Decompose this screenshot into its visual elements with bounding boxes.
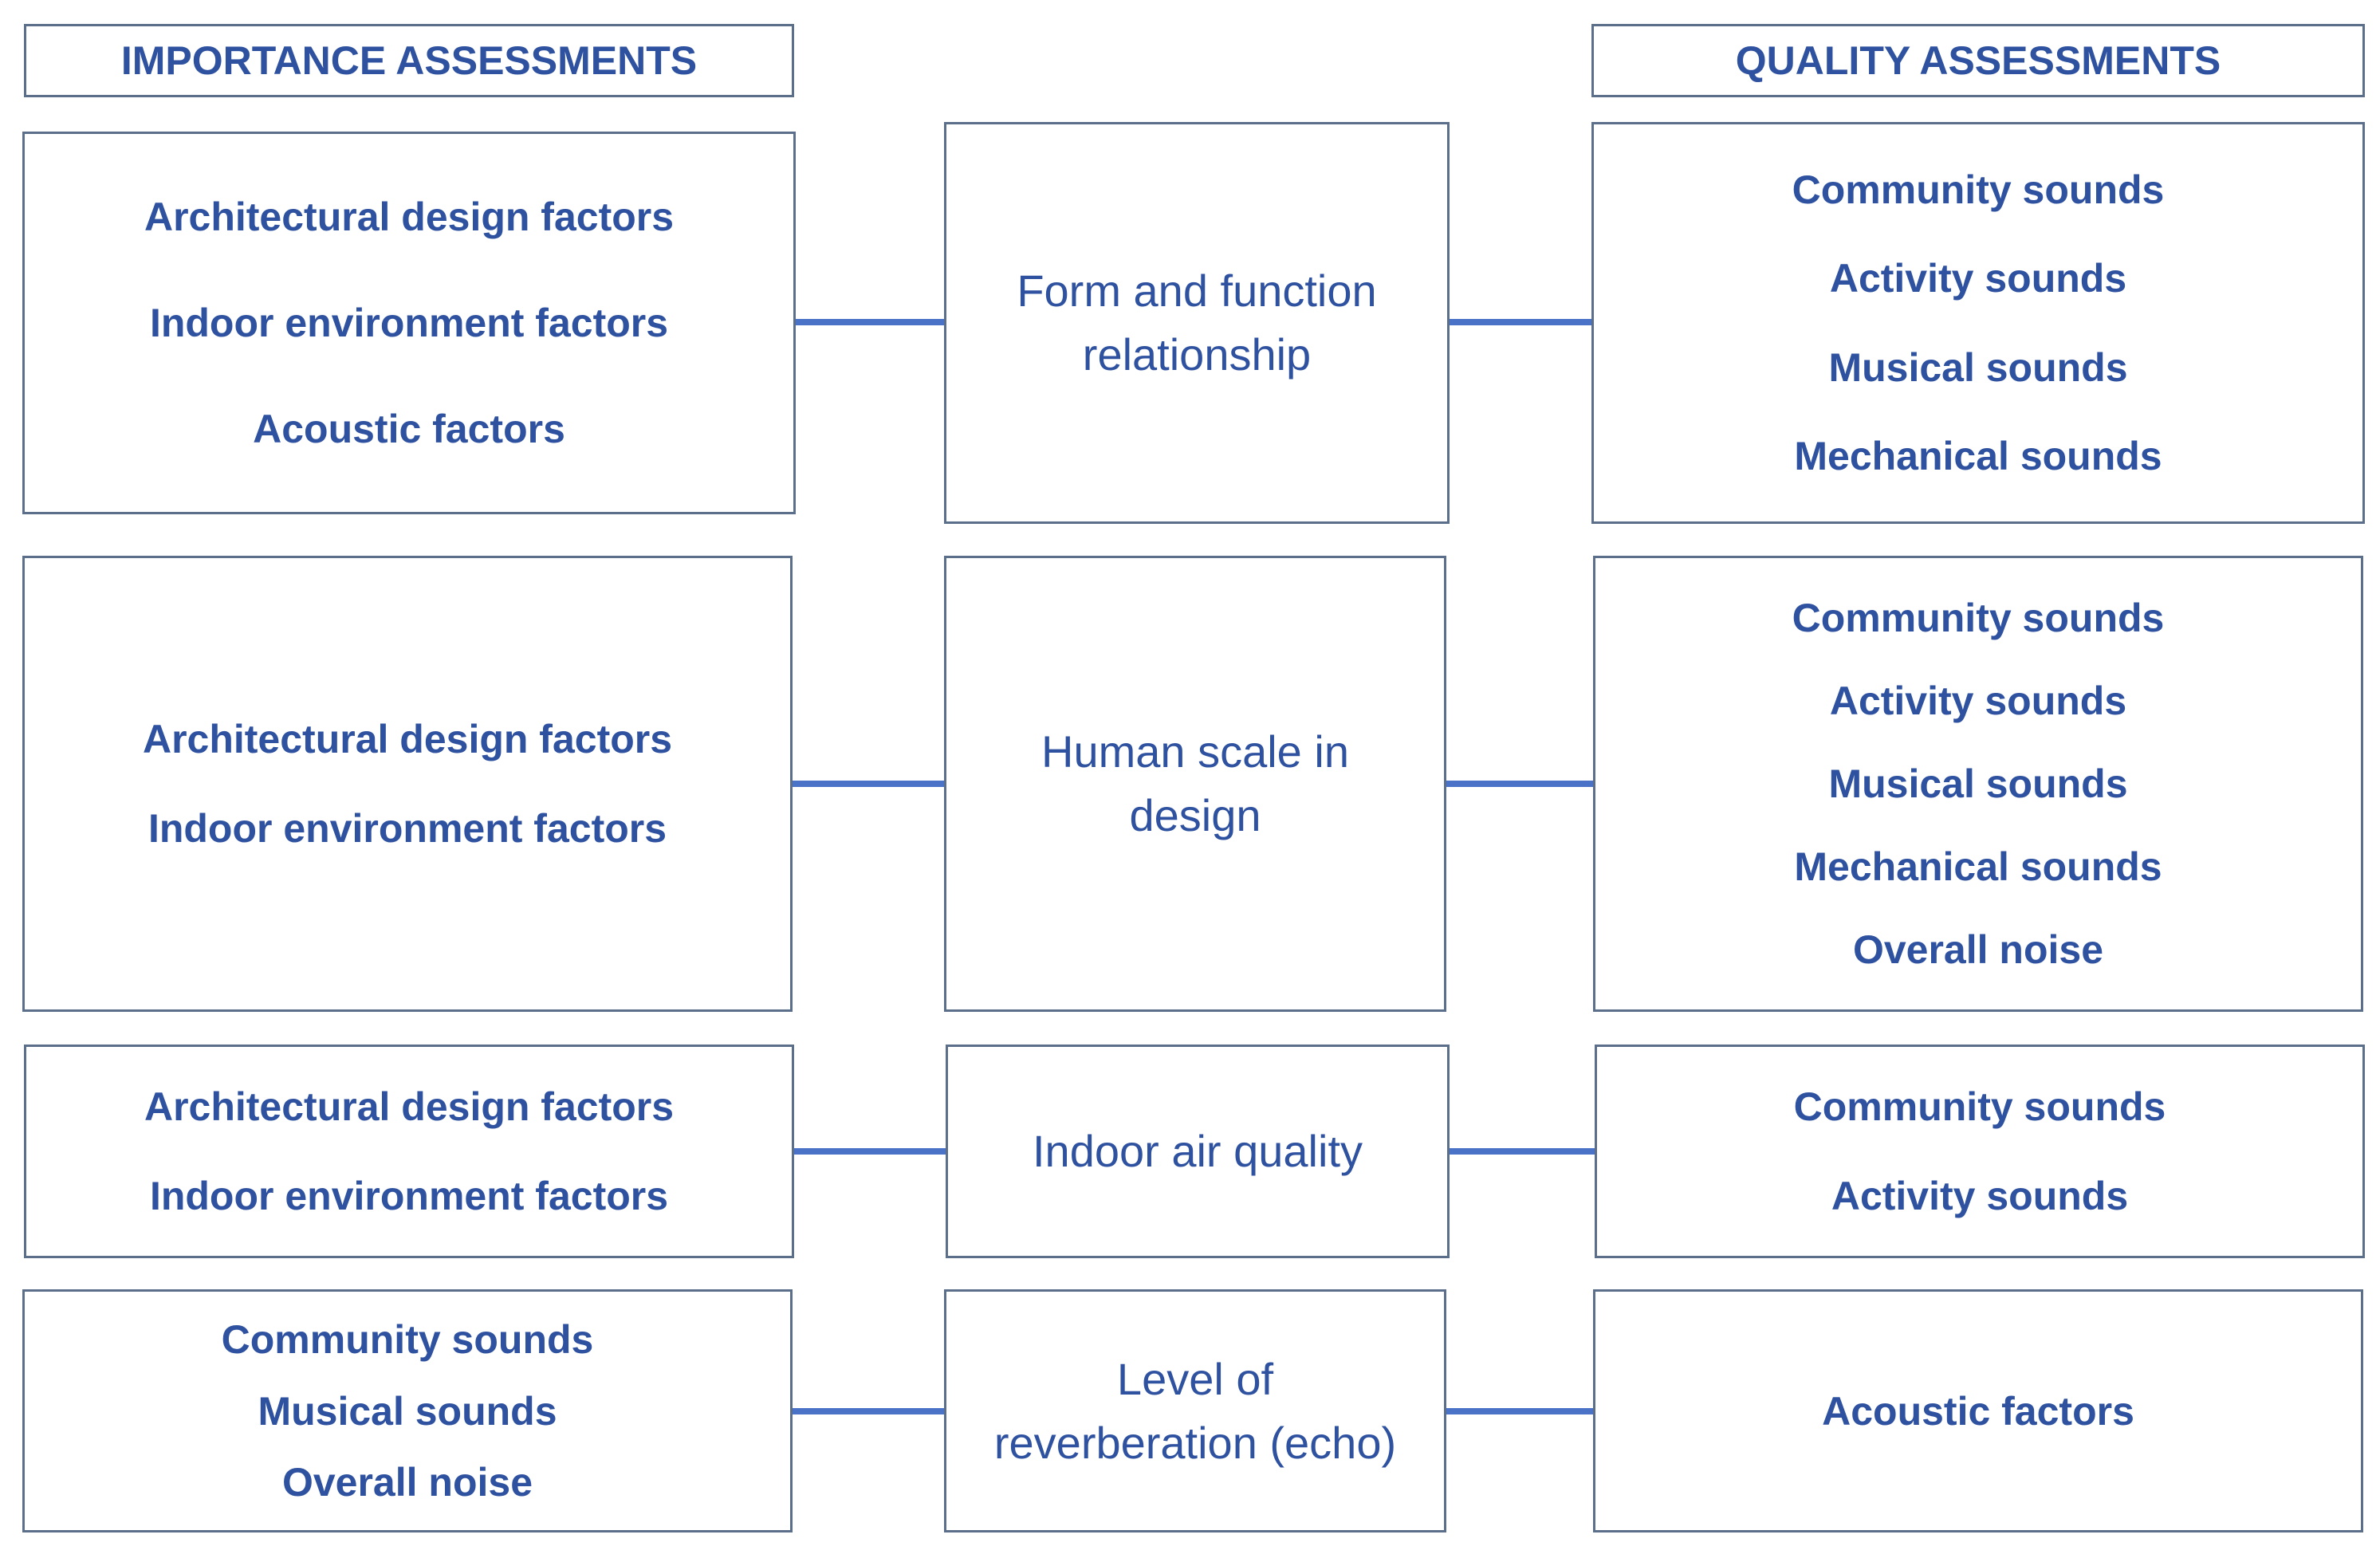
row-2-left-connector bbox=[793, 781, 944, 787]
importance-item: Indoor environment factors bbox=[149, 301, 669, 345]
importance-item: Acoustic factors bbox=[253, 407, 565, 451]
quality-item: Overall noise bbox=[1852, 927, 2104, 972]
importance-item: Community sounds bbox=[221, 1317, 594, 1363]
quality-item: Acoustic factors bbox=[1822, 1388, 2134, 1434]
row-3-left-connector bbox=[794, 1148, 946, 1155]
importance-item: Overall noise bbox=[281, 1459, 533, 1505]
attribute-line: relationship bbox=[1082, 329, 1312, 380]
row-1-importance-box: Architectural design factors Indoor envi… bbox=[22, 132, 796, 514]
quality-item: Musical sounds bbox=[1828, 761, 2128, 806]
importance-header-label: IMPORTANCE ASSESSMENTS bbox=[120, 38, 698, 83]
importance-item: Musical sounds bbox=[258, 1388, 557, 1434]
quality-item: Activity sounds bbox=[1831, 1174, 2129, 1218]
row-2-attribute-box: Human scale in design bbox=[944, 556, 1446, 1012]
attribute-line: design bbox=[1129, 790, 1261, 840]
importance-item: Indoor environment factors bbox=[149, 1174, 669, 1218]
importance-assessments-header: IMPORTANCE ASSESSMENTS bbox=[24, 24, 794, 97]
row-3-quality-box: Community sounds Activity sounds bbox=[1595, 1045, 2365, 1258]
row-4-attribute-box: Level of reverberation (echo) bbox=[944, 1289, 1446, 1532]
quality-item: Activity sounds bbox=[1829, 256, 2127, 301]
importance-item: Indoor environment factors bbox=[148, 806, 667, 851]
row-4-left-connector bbox=[793, 1408, 944, 1414]
importance-item: Architectural design factors bbox=[144, 1084, 675, 1129]
row-3-importance-box: Architectural design factors Indoor envi… bbox=[24, 1045, 794, 1258]
row-2-importance-box: Architectural design factors Indoor envi… bbox=[22, 556, 793, 1012]
quality-header-label: QUALITY ASSESSMENTS bbox=[1735, 38, 2221, 83]
quality-item: Mechanical sounds bbox=[1794, 844, 2162, 889]
quality-item: Community sounds bbox=[1792, 167, 2165, 213]
attribute-line: Form and function bbox=[1017, 266, 1377, 317]
attribute-line: Level of bbox=[1116, 1353, 1274, 1404]
quality-assessments-header: QUALITY ASSESSMENTS bbox=[1591, 24, 2365, 97]
row-1-attribute-box: Form and function relationship bbox=[944, 122, 1450, 524]
row-1-right-connector bbox=[1450, 319, 1591, 325]
quality-item: Community sounds bbox=[1792, 596, 2165, 640]
quality-item: Mechanical sounds bbox=[1794, 433, 2162, 478]
row-2-right-connector bbox=[1446, 781, 1593, 787]
row-3-right-connector bbox=[1450, 1148, 1595, 1155]
quality-item: Activity sounds bbox=[1829, 679, 2127, 723]
attribute-line: Human scale in bbox=[1041, 726, 1349, 777]
row-1-quality-box: Community sounds Activity sounds Musical… bbox=[1591, 122, 2365, 524]
row-1-left-connector bbox=[796, 319, 944, 325]
quality-item: Musical sounds bbox=[1828, 344, 2128, 390]
importance-item: Architectural design factors bbox=[142, 717, 673, 761]
row-2-quality-box: Community sounds Activity sounds Musical… bbox=[1593, 556, 2363, 1012]
row-4-importance-box: Community sounds Musical sounds Overall … bbox=[22, 1289, 793, 1532]
attribute-line: reverberation (echo) bbox=[993, 1417, 1397, 1468]
row-3-attribute-box: Indoor air quality bbox=[946, 1045, 1450, 1258]
attribute-line: Indoor air quality bbox=[1032, 1126, 1363, 1177]
importance-item: Architectural design factors bbox=[144, 195, 675, 239]
quality-item: Community sounds bbox=[1793, 1084, 2166, 1129]
row-4-quality-box: Acoustic factors bbox=[1593, 1289, 2363, 1532]
row-4-right-connector bbox=[1446, 1408, 1593, 1414]
